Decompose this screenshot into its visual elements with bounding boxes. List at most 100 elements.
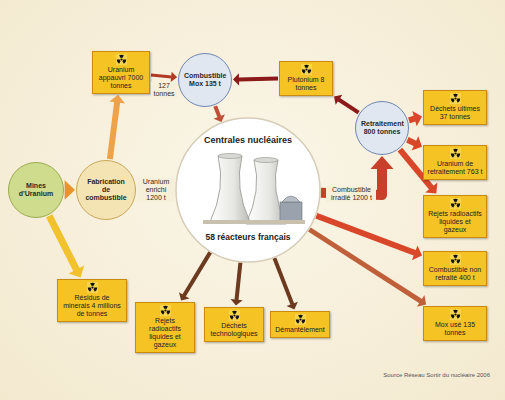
reactor-dome [282,196,300,202]
radiation-symbol [450,254,461,265]
text-group: Rejets radioactifs liquides et gazeux [427,210,483,234]
arrowhead [334,95,342,105]
flow-label: 127 tonnes [151,82,177,98]
node-label: Déchets ultimes 37 tonnes [427,105,483,121]
text-group: Combustible non retraité 400 t [427,266,483,282]
flow-arrow [109,95,125,160]
arrowhead [109,95,125,104]
arrowhead [230,299,242,306]
node-label: Retraitement 800 tonnes [361,120,403,136]
flow-arrow [214,106,225,122]
node-label: Uranium de retraitement 763 t [427,160,483,176]
arrowhead [65,180,75,199]
arrowhead [171,72,177,82]
flow-arrow [233,73,278,85]
node-label: Mox usé 135 tonnes [427,321,483,337]
arrowhead [412,245,422,260]
text-group: Combustible Mox 135 t [184,72,226,88]
flow-arrow [316,216,422,260]
reactor-building [280,202,302,222]
flow-line [49,216,76,270]
text-group: Déchets technologiques [208,322,260,338]
text-group: Retraitement 800 tonnes [361,120,403,136]
node-label: Rejets radioactifs liquides et gazeux [427,210,483,234]
text-group: Déchets ultimes 37 tonnes [427,105,483,121]
arrowhead [287,302,298,310]
flow-line [409,119,415,121]
process-circle: Mines d'Uranium [8,162,64,218]
node-label: Rejets radioactifs liquides et gazeux [139,317,191,349]
tower-top [218,154,242,159]
process-circle: Retraitement 800 tonnes [355,101,409,155]
text-group: Résidus de minerais 4 millions de tonnes [61,294,123,318]
text-group: Uranium appauvri 7000 tonnes [96,66,146,90]
flow-arrow [230,263,242,306]
flow-line [239,77,279,82]
waste-box: Uranium appauvri 7000 tonnes [92,51,150,94]
process-circle: Combustible Mox 135 t [178,53,232,107]
text-group: Plutonium 8 tonnes [283,76,329,92]
text-group: Mox usé 135 tonnes [427,321,483,337]
source-caption: Source Réseau Sortir du nucléaire 2006 [383,372,490,378]
node-label: Déchets technologiques [208,322,260,338]
flow-arrow [409,111,422,126]
plant-label: 58 réacteurs français [205,233,290,243]
radiation-symbol [229,310,240,321]
node-label: Démantèlement [274,326,326,334]
radiation-symbol [160,305,171,316]
flow-line [316,216,415,253]
flow-arrow [274,258,297,309]
flow-arrow [151,72,177,82]
waste-box: Plutonium 8 tonnes [279,61,333,96]
flow-arrow [49,216,84,278]
flow-line [237,263,241,300]
waste-box: Démantèlement [270,311,330,338]
flow-line [110,102,117,159]
process-circle: Centrales nucléaires 58 réacteurs françai… [176,118,320,262]
arrowhead [69,265,85,277]
flow-label: Combustible irradié 1200 t [326,186,376,202]
waste-box: Déchets technologiques [204,307,264,342]
radiation-symbol [301,64,312,75]
plant-circle [176,118,320,262]
flow-line [184,252,210,295]
node-label: Résidus de minerais 4 millions de tonnes [61,294,123,318]
flow-line [151,75,172,77]
arrowhead [214,114,225,122]
flow-arrow [334,95,359,113]
cooling-tower [210,156,250,222]
arrowhead [233,73,239,85]
flow-line [215,106,219,117]
waste-box: Rejets radioactifs liquides et gazeux [135,302,195,353]
arrowhead [412,136,422,150]
node-label: Plutonium 8 tonnes [283,76,329,92]
arrowhead [412,111,422,126]
flow-line [309,230,421,302]
waste-box: Uranium de retraitement 763 t [423,145,487,180]
text-group: Mines d'Uranium [14,182,58,198]
tower-top [254,158,278,163]
radiation-symbol [450,148,461,159]
flow-line [339,100,359,113]
waste-box: Résidus de minerais 4 millions de tonnes [57,279,127,322]
arrowhead [425,182,437,193]
radiation-symbol [450,93,461,104]
radiation-symbol [116,54,127,65]
radiation-symbol [295,314,306,325]
plant-label: Centrales nucléaires [204,135,292,145]
flow-arrow [65,180,75,199]
waste-box: Rejets radioactifs liquides et gazeux [423,195,487,238]
flow-arrow [407,136,422,150]
waste-box: Combustible non retraité 400 t [423,251,487,286]
arrowhead [179,292,189,300]
text-group: Rejets radioactifs liquides et gazeux [139,317,191,349]
waste-box: Déchets ultimes 37 tonnes [423,90,487,125]
process-circle: Fabrication de combustible [76,160,136,220]
flow-arrow [179,252,210,300]
radiation-symbol [87,282,98,293]
text-group: Uranium de retraitement 763 t [427,160,483,176]
node-label: Fabrication de combustible [83,178,130,202]
node-label: Combustible non retraité 400 t [427,266,483,282]
node-label: Combustible Mox 135 t [184,72,226,88]
